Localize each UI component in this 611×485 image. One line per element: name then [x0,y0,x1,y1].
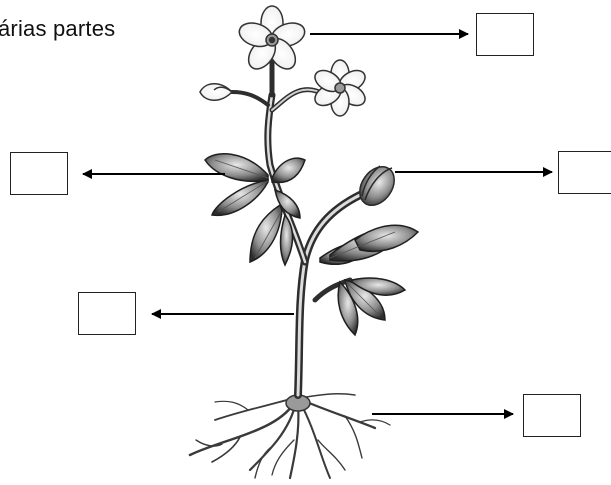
answer-box-flower[interactable] [476,13,534,56]
answer-box-stem[interactable] [78,292,136,335]
plant-flower-side [311,60,368,116]
plant-bud-left [200,84,232,101]
plant-bud-right [353,160,402,212]
plant-roots [190,394,390,478]
answer-box-root[interactable] [523,394,581,437]
answer-box-bud[interactable] [558,151,611,194]
answer-box-leaf[interactable] [10,152,68,195]
